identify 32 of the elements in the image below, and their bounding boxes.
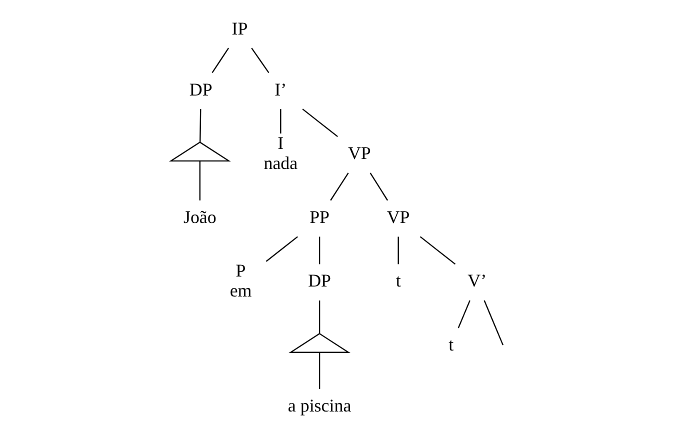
connector [398,236,399,264]
node-text: DP [308,270,332,291]
connector [458,300,470,328]
node-text: VP [348,143,371,164]
connector [318,236,320,264]
node-text: DP [189,79,212,100]
connector [484,300,504,346]
connector [251,48,270,74]
node-text: t [396,270,401,291]
node-text: VP [386,206,410,227]
node-text: PP [310,206,330,227]
connector [318,352,320,389]
node-text: IP [232,18,248,38]
connector [212,48,230,74]
node-triangle [288,332,350,353]
connector [318,300,320,334]
node-text: V’ [468,270,487,291]
connector [266,236,298,262]
node-text: a piscina [288,395,352,416]
connector [330,172,349,201]
connector [280,109,282,134]
connector [200,109,202,142]
node-text: P em [230,260,252,301]
node-text: João [183,206,216,227]
connector [199,160,200,200]
node-text: I’ [274,79,287,100]
node-triangle [168,142,231,162]
connector [302,108,338,138]
node-text: I nada [264,133,298,174]
node-text: t [448,334,454,355]
connector [370,172,388,201]
connector [420,236,456,265]
